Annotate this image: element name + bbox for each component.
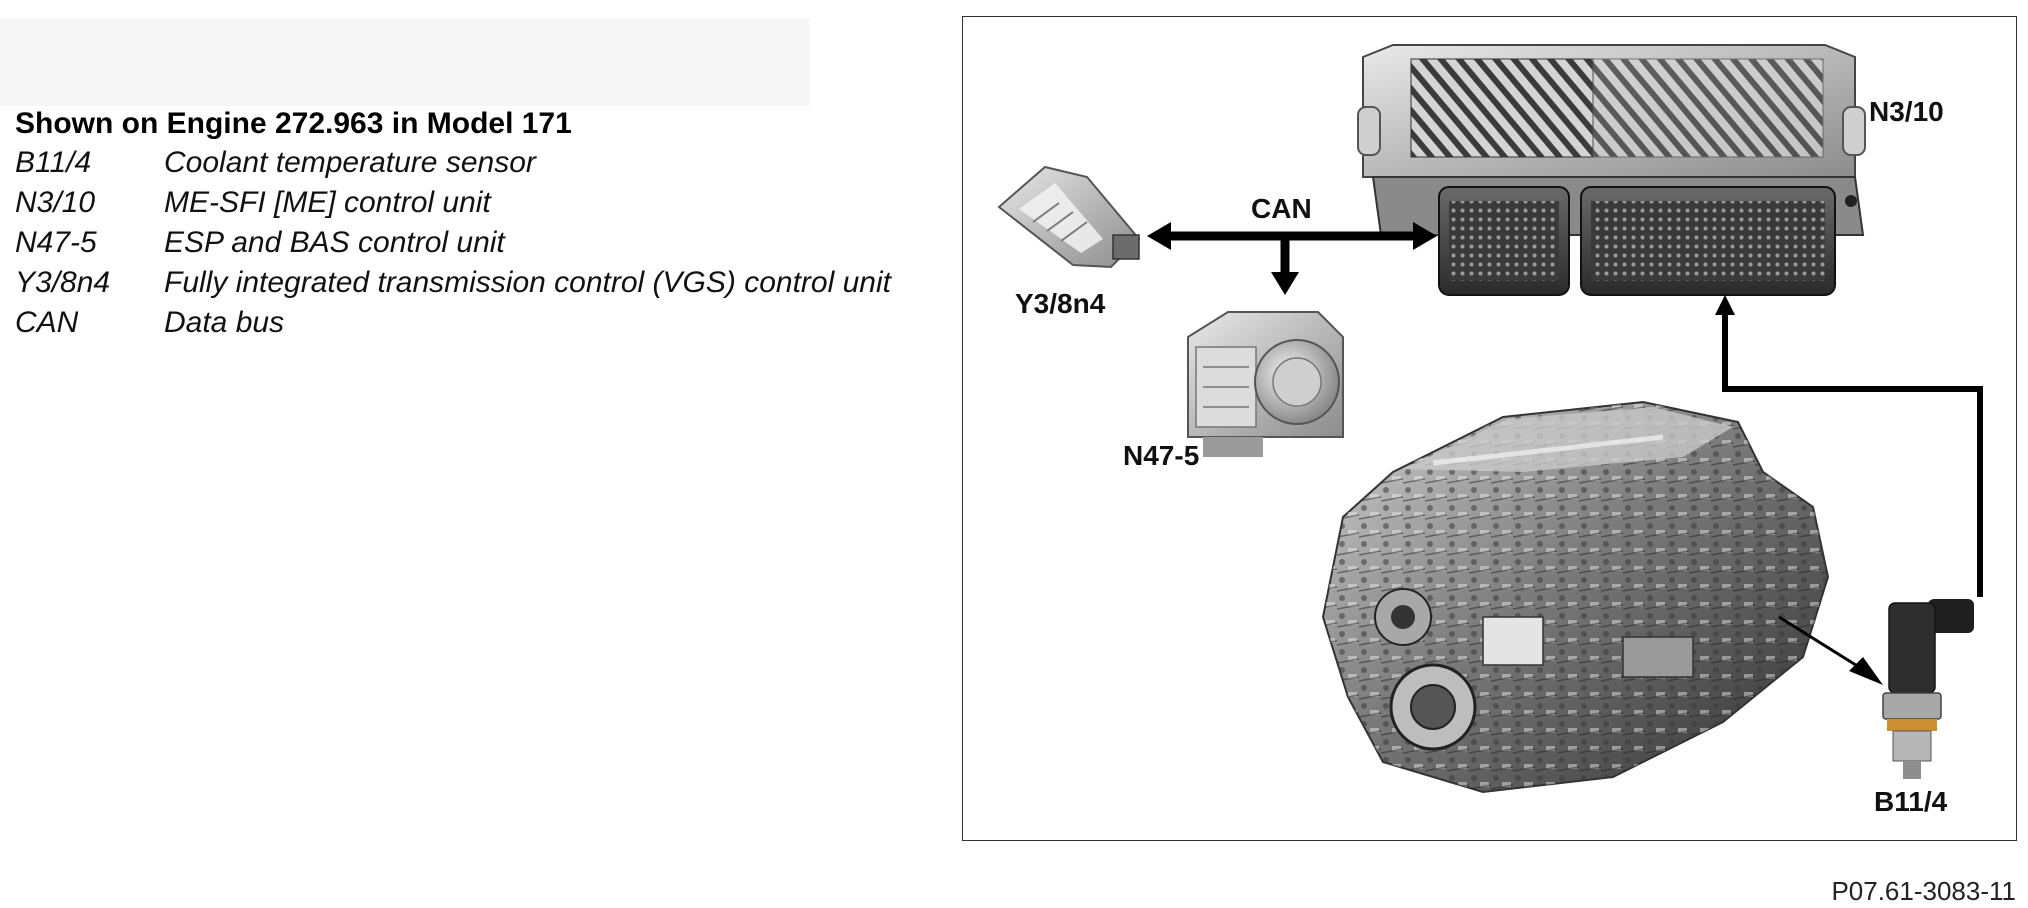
label-n47-5: N47-5 <box>1123 440 1199 471</box>
label-b11-4: B11/4 <box>1874 786 1948 817</box>
can-bus-arrows <box>1147 222 1437 295</box>
legend-desc: ESP and BAS control unit <box>164 226 505 259</box>
legend-desc: Data bus <box>164 306 285 339</box>
legend: Shown on Engine 272.963 in Model 171 B11… <box>15 105 965 343</box>
figure-reference-code: P07.61-3083-11 <box>1831 876 2016 906</box>
legend-item: CAN Data bus <box>15 303 965 343</box>
legend-desc: Fully integrated transmission control (V… <box>164 266 891 299</box>
legend-desc: Coolant temperature sensor <box>164 146 536 179</box>
sensor-leader-line <box>1778 615 1883 685</box>
legend-code: N3/10 <box>15 186 96 219</box>
legend-title: Shown on Engine 272.963 in Model 171 <box>15 107 572 140</box>
esp-bas-unit-n47-5-image <box>1187 311 1344 457</box>
label-y3-8n4: Y3/8n4 <box>1015 288 1106 319</box>
transmission-control-unit-y3-8n4-image <box>997 165 1141 269</box>
coolant-sensor-b11-4-image <box>1882 599 1974 779</box>
legend-code: N47-5 <box>15 226 97 259</box>
label-can: CAN <box>1251 193 1312 224</box>
sensor-signal-arrow <box>1715 295 1983 597</box>
label-n3-10: N3/10 <box>1869 96 1944 127</box>
legend-code: Y3/8n4 <box>15 266 111 299</box>
legend-item: B11/4 Coolant temperature sensor <box>15 143 965 183</box>
diagram-frame: N3/10 CAN Y3/8n4 N47-5 B11/4 <box>962 16 2017 841</box>
legend-list: B11/4 Coolant temperature sensor N3/10 M… <box>15 143 965 343</box>
control-unit-n3-10-image <box>1357 44 1866 296</box>
legend-item: N47-5 ESP and BAS control unit <box>15 223 965 263</box>
legend-code: B11/4 <box>15 146 92 179</box>
header-band <box>0 18 810 106</box>
engine-image <box>1321 400 1830 794</box>
legend-item: N3/10 ME-SFI [ME] control unit <box>15 183 965 223</box>
legend-item: Y3/8n4 Fully integrated transmission con… <box>15 263 965 303</box>
diagram-canvas: N3/10 CAN Y3/8n4 N47-5 B11/4 <box>997 44 1983 817</box>
legend-desc: ME-SFI [ME] control unit <box>164 186 491 219</box>
legend-code: CAN <box>15 306 79 339</box>
